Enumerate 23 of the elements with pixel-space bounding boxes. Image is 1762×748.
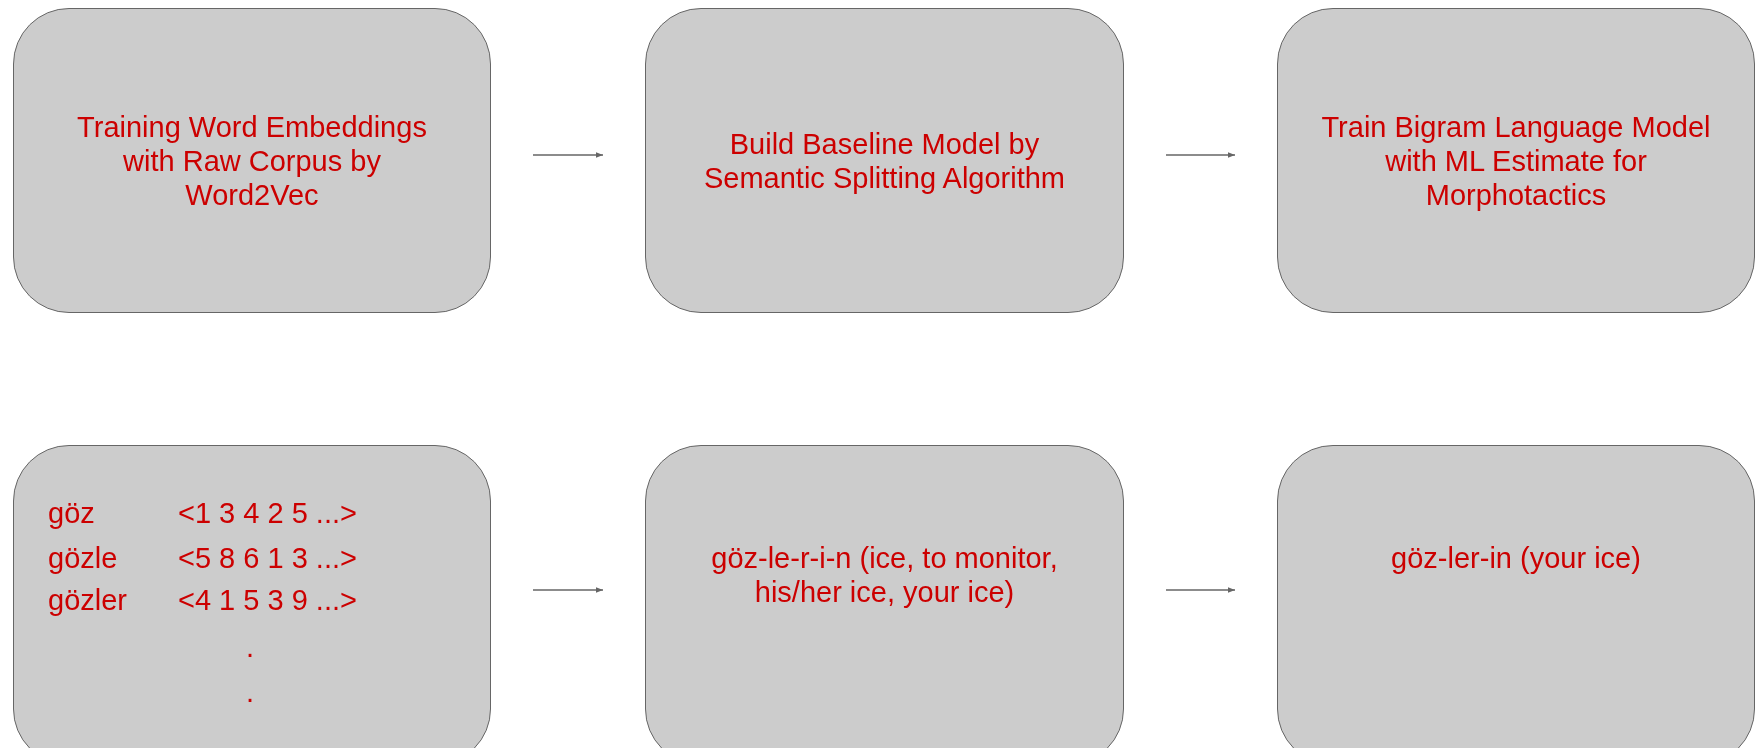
embedding-vector: <5 8 6 1 3 ...> <box>178 541 357 575</box>
process-box <box>1277 8 1755 313</box>
word-text: gözle <box>48 541 118 575</box>
arrow <box>1165 152 1236 158</box>
step-text: Train Bigram Language Model with ML Estimate for Morphotactics <box>1320 109 1712 212</box>
arrow <box>1165 587 1236 593</box>
process-box <box>13 8 491 313</box>
process-box <box>645 445 1124 748</box>
arrow <box>532 152 604 158</box>
step-text: göz-le-r-i-n (ice, to monitor, his/her ice, your ice) <box>710 541 1059 609</box>
step-text: Build Baseline Model by Semantic Splitting Algorithm <box>702 126 1067 195</box>
process-box <box>1277 445 1755 748</box>
step-text: göz-ler-in (your ice) <box>1391 541 1641 575</box>
embedding-vector: <1 3 4 2 5 ...> <box>178 496 357 530</box>
step-text: Training Word Embeddings with Raw Corpus by Word2Vec <box>76 109 428 212</box>
ellipsis-dot: . <box>246 630 255 664</box>
process-box <box>13 445 491 748</box>
embedding-vector: <4 1 5 3 9 ...> <box>178 583 357 617</box>
word-text: göz <box>48 496 95 530</box>
ellipsis-dot: . <box>246 675 255 709</box>
arrow <box>532 587 604 593</box>
process-box <box>645 8 1124 313</box>
word-text: gözler <box>48 583 127 617</box>
